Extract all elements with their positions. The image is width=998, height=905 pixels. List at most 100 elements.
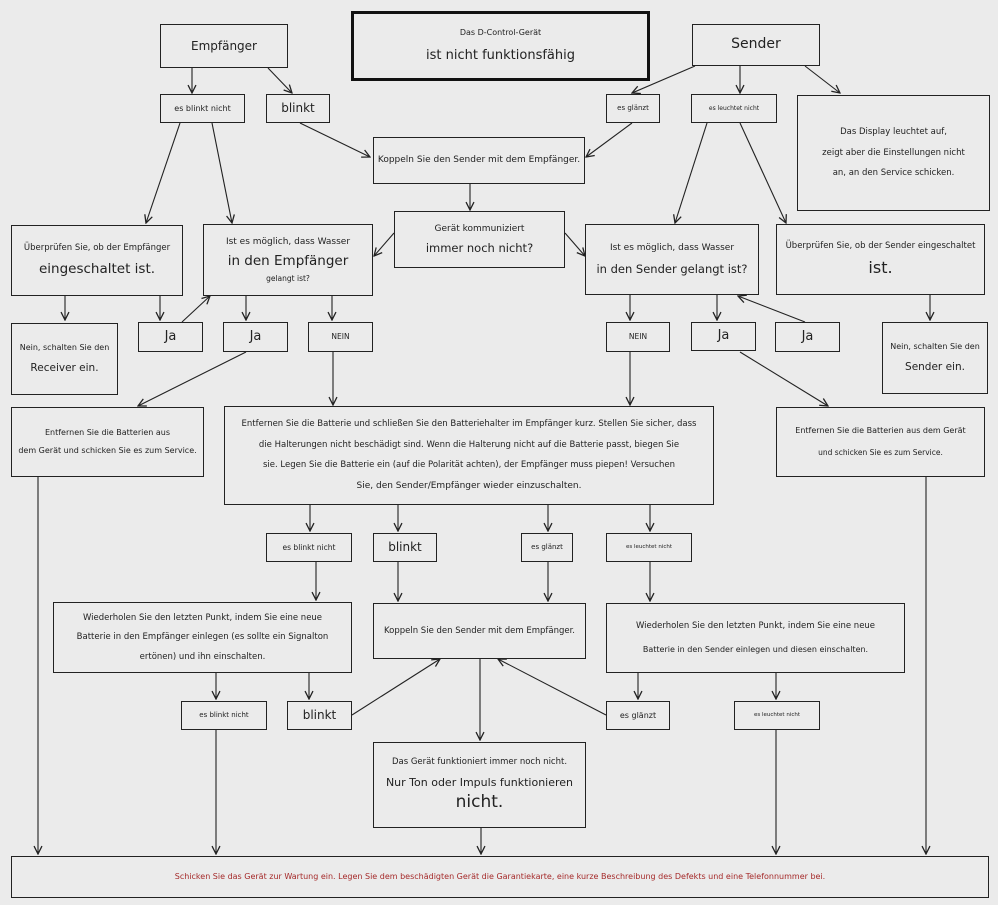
ergebnis-leuchtet-nicht-box: es leuchtet nicht (734, 701, 820, 730)
entfernen-sender-box: Entfernen Sie die Batterien aus dem Gerä… (776, 407, 985, 477)
koppeln-1-label: Koppeln Sie den Sender mit dem Empfänger… (377, 154, 581, 165)
ergebnis-blinkt-label: blinkt (302, 708, 337, 722)
empfaenger-box: Empfänger (160, 24, 288, 68)
connector-arrow-14 (564, 232, 585, 256)
display-line-3: an, an den Service schicken. (832, 168, 955, 179)
wiederholen-sender-line-2: Batterie in den Sender einlegen und dies… (642, 644, 869, 654)
nein-sender-ein-line-2: Sender ein. (905, 360, 965, 373)
ueberpruefen-sender-box: Überprüfen Sie, ob der Sender eingeschal… (776, 224, 985, 295)
ja-4-label: Ja (801, 328, 814, 344)
wasser-sender-box: Ist es möglich, dass Wasser in den Sende… (585, 224, 759, 295)
nein-empfaenger-box: NEIN (308, 322, 373, 352)
ergebnis-blinkt-box: blinkt (287, 701, 352, 730)
connector-arrow-40 (351, 659, 440, 716)
connector-arrow-27 (739, 351, 828, 406)
kommuniziert-line-2: immer noch nicht? (425, 240, 534, 255)
ergebnis-glaenzt-label: es glänzt (619, 710, 657, 720)
ueberpruefen-sender-line-2: ist. (868, 257, 893, 277)
connector-arrow-12 (739, 122, 786, 223)
sender-leuchtet-nicht-label: es leuchtet nicht (708, 104, 760, 112)
display-box: Das Display leuchtet auf, zeigt aber die… (797, 95, 990, 211)
nein-receiver-line-2: Receiver ein. (30, 361, 99, 374)
sender-leuchtet-nicht-box: es leuchtet nicht (691, 94, 777, 123)
batterie-glaenzt-label: es glänzt (531, 543, 563, 552)
batterie-line-3: sie. Legen Sie die Batterie ein (auf die… (263, 460, 675, 471)
entfernen-empfaenger-box: Entfernen Sie die Batterien aus dem Gerä… (11, 407, 204, 477)
wiederholen-sender-box: Wiederholen Sie den letzten Punkt, indem… (606, 603, 905, 673)
ja-2-label: Ja (249, 328, 262, 344)
sender-label: Sender (731, 36, 781, 53)
batterie-glaenzt-box: es glänzt (521, 533, 573, 562)
sender-box: Sender (692, 24, 820, 66)
batterie-blinkt-nicht-label: es blinkt nicht (282, 542, 336, 552)
funktioniert-line-1: Das Gerät funktioniert immer noch nicht. (391, 757, 568, 768)
title-line-2: ist nicht funktionsfähig (426, 47, 575, 63)
koppeln-2-label: Koppeln Sie den Sender mit dem Empfänger… (383, 625, 576, 636)
wasser-sender-line-1: Ist es möglich, dass Wasser (609, 242, 735, 253)
ja-3-label: Ja (717, 328, 730, 344)
connector-arrow-8 (146, 122, 181, 223)
ja-box-4: Ja (775, 322, 840, 352)
display-line-1: Das Display leuchtet auf, (840, 127, 947, 138)
nein-sender-ein-box: Nein, schalten Sie den Sender ein. (882, 322, 988, 394)
ja-box-3: Ja (691, 322, 756, 351)
ueberpruefen-sender-line-1: Überprüfen Sie, ob der Sender eingeschal… (785, 241, 976, 252)
batterie-line-1: Entfernen Sie die Batterie und schließen… (241, 418, 697, 429)
title-box: Das D-Control-Gerät ist nicht funktionsf… (351, 11, 650, 81)
wartung-box: Schicken Sie das Gerät zur Wartung ein. … (11, 856, 989, 898)
wasser-empfaenger-line-3: gelangt ist? (266, 273, 310, 283)
connector-arrow-24 (138, 351, 247, 406)
sender-glaenzt-box: es glänzt (606, 94, 660, 123)
connector-arrow-7 (211, 122, 232, 223)
connector-arrow-13 (374, 232, 395, 256)
batterie-blinkt-label: blinkt (388, 540, 422, 554)
wasser-empfaenger-line-1: Ist es möglich, dass Wasser (225, 236, 351, 247)
wiederholen-empfaenger-line-2: Batterie in den Empfänger einlegen (es s… (76, 632, 329, 643)
kommuniziert-line-1: Gerät kommuniziert (434, 223, 525, 234)
wartung-label: Schicken Sie das Gerät zur Wartung ein. … (174, 872, 826, 881)
nein-receiver-box: Nein, schalten Sie den Receiver ein. (11, 323, 118, 395)
ueberpruefen-empfaenger-line-2: eingeschaltet ist. (38, 261, 156, 278)
connector-arrow-11 (675, 122, 708, 223)
entfernen-sender-line-2: und schicken Sie es zum Service. (818, 448, 943, 458)
koppeln-box-2: Koppeln Sie den Sender mit dem Empfänger… (373, 603, 586, 659)
empfaenger-blinkt-box: blinkt (266, 94, 330, 123)
nein-sender-box: NEIN (606, 322, 670, 352)
funktioniert-line-3: nicht. (455, 791, 504, 812)
funktioniert-nicht-box: Das Gerät funktioniert immer noch nicht.… (373, 742, 586, 828)
connector-arrow-2 (267, 67, 292, 93)
batterie-anleitung-box: Entfernen Sie die Batterie und schließen… (224, 406, 714, 505)
wiederholen-empfaenger-line-1: Wiederholen Sie den letzten Punkt, indem… (82, 612, 323, 623)
wiederholen-sender-line-1: Wiederholen Sie den letzten Punkt, indem… (635, 621, 876, 632)
connector-arrow-6 (299, 122, 370, 157)
wasser-empfaenger-line-2: in den Empfänger (227, 253, 349, 269)
ergebnis-blinkt-nicht-box: es blinkt nicht (181, 701, 267, 730)
wiederholen-empfaenger-box: Wiederholen Sie den letzten Punkt, indem… (53, 602, 352, 673)
nein-sender-label: NEIN (628, 332, 648, 342)
ja-box-2: Ja (223, 322, 288, 352)
batterie-line-2: die Halterungen nicht beschädigt sind. W… (258, 439, 680, 450)
empfaenger-blinkt-nicht-box: es blinkt nicht (160, 94, 245, 123)
batterie-leuchtet-nicht-box: es leuchtet nicht (606, 533, 692, 562)
batterie-leuchtet-nicht-label: es leuchtet nicht (625, 544, 673, 551)
connector-arrow-17 (181, 296, 210, 323)
connector-arrow-3 (632, 65, 696, 93)
connector-arrow-9 (586, 122, 633, 157)
nein-empfaenger-label: NEIN (331, 332, 350, 342)
display-line-2: zeigt aber die Einstellungen nicht (822, 147, 965, 158)
wasser-sender-line-2: in den Sender gelangt ist? (596, 261, 748, 276)
funktioniert-line-2: Nur Ton oder Impuls funktionieren (385, 775, 574, 789)
nein-sender-ein-line-1: Nein, schalten Sie den (890, 341, 980, 351)
connector-arrow-5 (804, 65, 840, 93)
connector-arrow-22 (738, 296, 806, 323)
wiederholen-empfaenger-line-3: ertönen) und ihn einschalten. (139, 651, 266, 662)
ergebnis-leuchtet-nicht-label: es leuchtet nicht (753, 712, 801, 719)
koppeln-box-1: Koppeln Sie den Sender mit dem Empfänger… (373, 137, 585, 184)
entfernen-empfaenger-line-2: dem Gerät und schicken Sie es zum Servic… (18, 446, 197, 455)
batterie-blinkt-nicht-box: es blinkt nicht (266, 533, 352, 562)
ueberpruefen-empfaenger-box: Überprüfen Sie, ob der Empfänger eingesc… (11, 225, 183, 296)
connector-arrow-41 (498, 659, 607, 716)
ergebnis-blinkt-nicht-label: es blinkt nicht (199, 711, 249, 720)
